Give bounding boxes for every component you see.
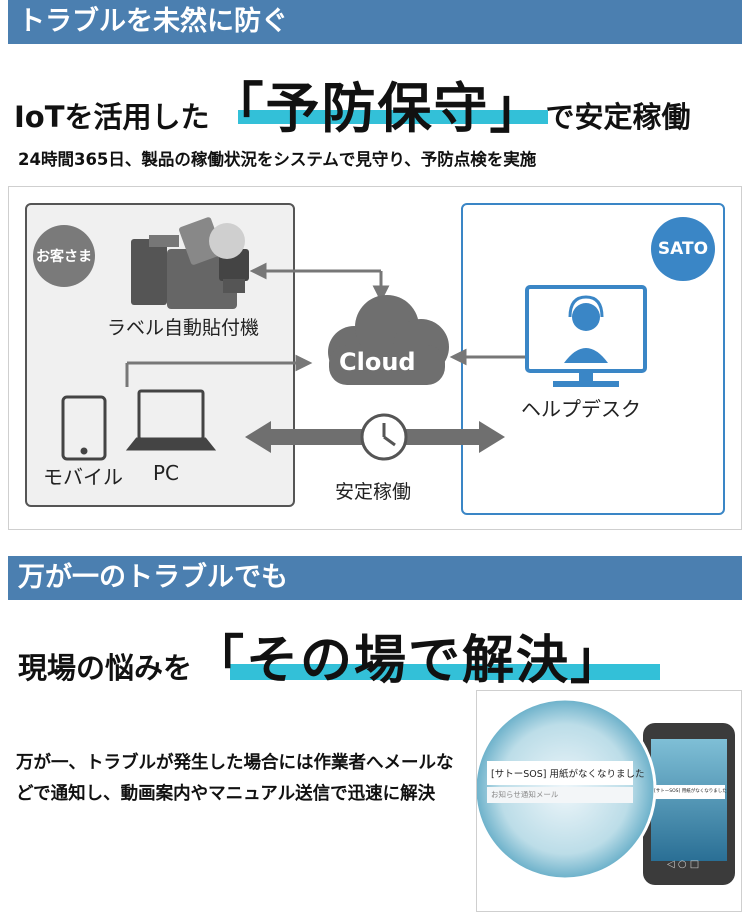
customer-badge: お客さま <box>33 225 95 287</box>
smartphone-icon: ◁ ○ □ <box>643 723 735 885</box>
sato-badge: SATO <box>651 217 715 281</box>
pc-cloud-arrow <box>125 354 313 387</box>
headline-emphasis: 「予防保守」 <box>209 77 546 140</box>
iot-diagram: お客さま SATO <box>8 186 742 530</box>
notification-illustration: ◁ ○ □ [サトーSOS] 用紙がなくなりました お知らせ通知メール [サトー… <box>476 690 742 912</box>
label-helpdesk: ヘルプデスク <box>521 397 641 421</box>
diagram-graphics <box>61 217 647 461</box>
helpdesk-cloud-arrow <box>449 348 529 366</box>
operator-monitor-icon <box>525 285 647 387</box>
notification-graphics: ◁ ○ □ <box>477 697 735 885</box>
label-machine: ラベル自動貼付機 <box>107 317 260 339</box>
label-mobile: モバイル <box>43 465 123 489</box>
machine-cloud-arrow <box>249 262 390 303</box>
zoom-circle <box>477 697 657 881</box>
headline2-prefix: 現場の悩みを <box>18 651 193 685</box>
headline-solve: 現場の悩みを「その場で解決」 <box>18 618 624 693</box>
headline-prevent: IoTを活用した「予防保守」で安定稼働 <box>14 64 691 143</box>
headline2-emphasis: 「その場で解決」 <box>192 631 625 691</box>
label-pc: PC <box>153 461 180 485</box>
cloud-icon <box>328 295 449 385</box>
label-cloud: Cloud <box>339 348 416 376</box>
notification-subtitle: お知らせ通知メール <box>491 790 559 799</box>
section-banner-prevent: トラブルを未然に防ぐ <box>8 0 742 44</box>
clock-icon <box>360 413 408 461</box>
section2-body: 万が一、トラブルが発生した場合には作業者へメールなどで通知し、動画案内やマニュア… <box>16 753 454 804</box>
tablet-icon <box>61 395 107 461</box>
section-banner-trouble: 万が一のトラブルでも <box>8 556 742 600</box>
printer-machine-icon <box>131 217 249 309</box>
svg-text:◁ ○ □: ◁ ○ □ <box>667 859 699 870</box>
label-stable: 安定稼働 <box>335 481 412 503</box>
section1-subtext: 24時間365日、製品の稼働状況をシステムで見守り、予防点検を実施 <box>18 150 537 169</box>
headline2-underline <box>230 664 660 680</box>
headline-suffix: で安定稼働 <box>545 100 691 134</box>
phone-notification-text: [サトーSOS] 用紙がなくなりました <box>654 789 727 794</box>
headline-prefix: IoTを活用した <box>14 100 210 134</box>
headline-underline <box>238 110 548 124</box>
laptop-icon <box>125 389 217 451</box>
notification-title: [サトーSOS] 用紙がなくなりました <box>491 769 645 780</box>
